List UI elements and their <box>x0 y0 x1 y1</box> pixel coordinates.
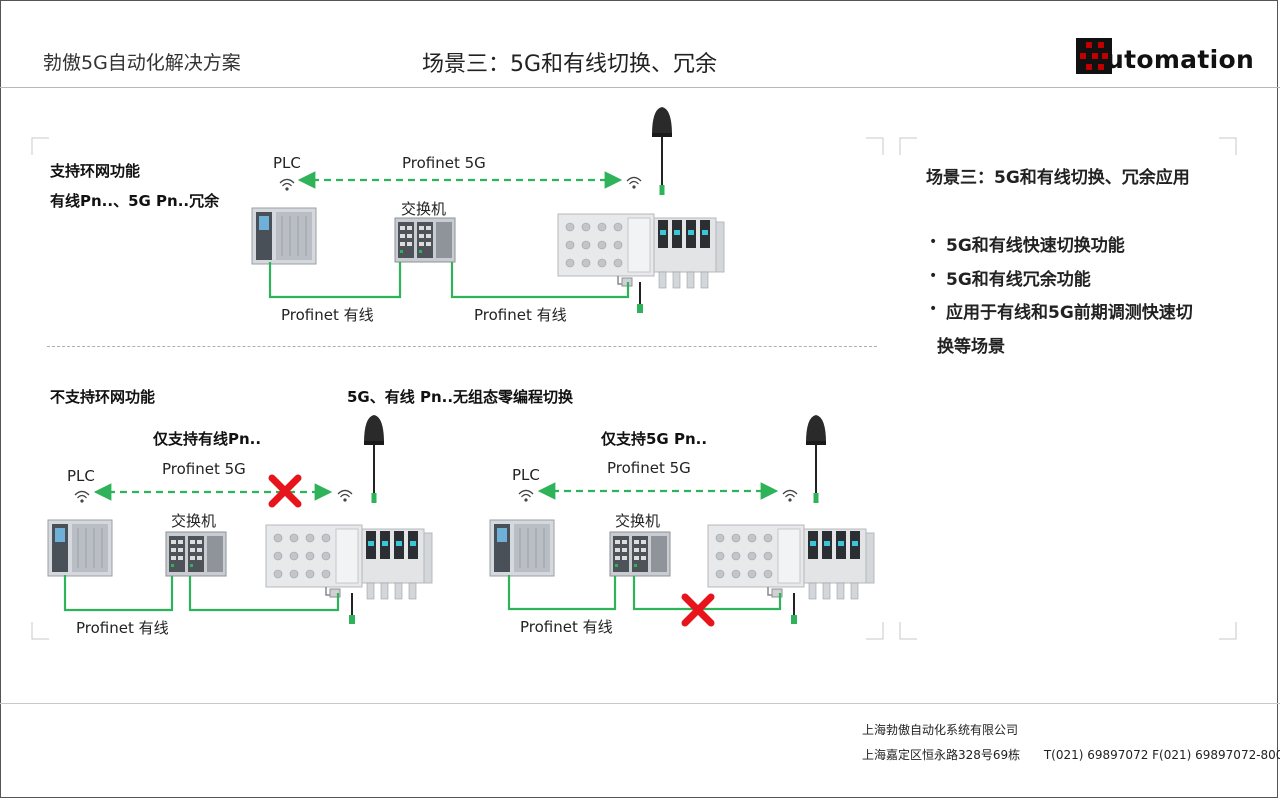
antenna-icon <box>651 106 673 196</box>
footer-address: 上海嘉定区恒永路328号69栋 <box>862 748 1021 762</box>
switch-icon <box>165 531 227 577</box>
panel-bullet-3-cont: 换等场景 <box>937 337 1005 357</box>
top-wired-label-1: Profinet 有线 <box>281 306 374 324</box>
left-wireless-label: Profinet 5G <box>162 460 246 478</box>
io-module-icon <box>557 213 725 289</box>
page-title: 场景三：5G和有线切换、冗余 <box>422 52 718 77</box>
plc-icon <box>47 519 113 577</box>
bullet-dot: • <box>929 234 938 250</box>
top-heading-redundancy: 有线Pn..、5G Pn..冗余 <box>50 192 220 210</box>
logo-text: utomation <box>1106 45 1255 74</box>
left-switch-label: 交换机 <box>171 512 217 530</box>
left-caption: 仅支持有线Pn.. <box>153 430 262 448</box>
top-heading-ring: 支持环网功能 <box>50 162 141 180</box>
wifi-icon <box>279 178 295 192</box>
panel-bullet-3: 应用于有线和5G前期调测快速切 <box>946 303 1193 323</box>
wifi-icon <box>626 176 642 190</box>
io-module-icon <box>707 524 875 600</box>
frame-corners <box>31 137 1237 640</box>
right-caption: 仅支持5G Pn.. <box>601 430 708 448</box>
footer-divider <box>0 703 1280 704</box>
bullet-dot: • <box>929 301 938 317</box>
left-plc-label: PLC <box>67 467 95 485</box>
top-switch-label: 交换机 <box>401 200 447 218</box>
top-wire-1 <box>268 262 402 299</box>
right-wire-1 <box>507 575 617 611</box>
top-wire-2 <box>450 262 630 299</box>
header-divider <box>0 87 1280 88</box>
wifi-icon <box>337 489 353 503</box>
panel-bullet-1: 5G和有线快速切换功能 <box>946 236 1125 256</box>
antenna-icon <box>363 414 385 504</box>
cable-end-icon <box>791 615 797 624</box>
panel-bullet-2: 5G和有线冗余功能 <box>946 270 1091 290</box>
top-wireless-label: Profinet 5G <box>402 154 486 172</box>
plc-icon <box>489 519 555 577</box>
wifi-icon <box>518 489 534 503</box>
right-wireless-label: Profinet 5G <box>607 459 691 477</box>
wifi-icon <box>74 490 90 504</box>
header-left-title: 勃傲5G自动化解决方案 <box>43 52 241 74</box>
bottom-heading: 不支持环网功能 <box>50 388 156 406</box>
wifi-icon <box>782 489 798 503</box>
automation-logo-icon <box>1076 38 1112 74</box>
right-wire-2 <box>632 576 782 611</box>
bottom-subheading: 5G、有线 Pn..无组态零编程切换 <box>347 388 574 406</box>
panel-title: 场景三：5G和有线切换、冗余应用 <box>926 168 1190 188</box>
bullet-dot: • <box>929 268 938 284</box>
cable-end-icon <box>349 615 355 624</box>
switch-icon <box>609 531 671 577</box>
right-plc-label: PLC <box>512 466 540 484</box>
footer-phone: T(021) 69897072 F(021) 69897072-800 <box>1043 748 1280 762</box>
cable-end-icon <box>637 304 643 313</box>
left-wired-label: Profinet 有线 <box>76 619 169 637</box>
section-separator <box>47 346 877 347</box>
right-switch-label: 交换机 <box>615 512 661 530</box>
top-wired-label-2: Profinet 有线 <box>474 306 567 324</box>
left-wire-1 <box>63 575 174 612</box>
plc-icon <box>251 207 317 265</box>
switch-icon <box>394 217 456 263</box>
io-module-icon <box>265 524 433 600</box>
footer-company: 上海勃傲自动化系统有限公司 <box>862 723 1019 737</box>
antenna-icon <box>805 414 827 504</box>
footer-address-line: 上海嘉定区恒永路328号69栋 T(021) 69897072 F(021) 6… <box>862 746 1280 763</box>
left-wire-2 <box>188 576 340 612</box>
top-plc-label: PLC <box>273 154 301 172</box>
right-wired-label: Profinet 有线 <box>520 618 613 636</box>
